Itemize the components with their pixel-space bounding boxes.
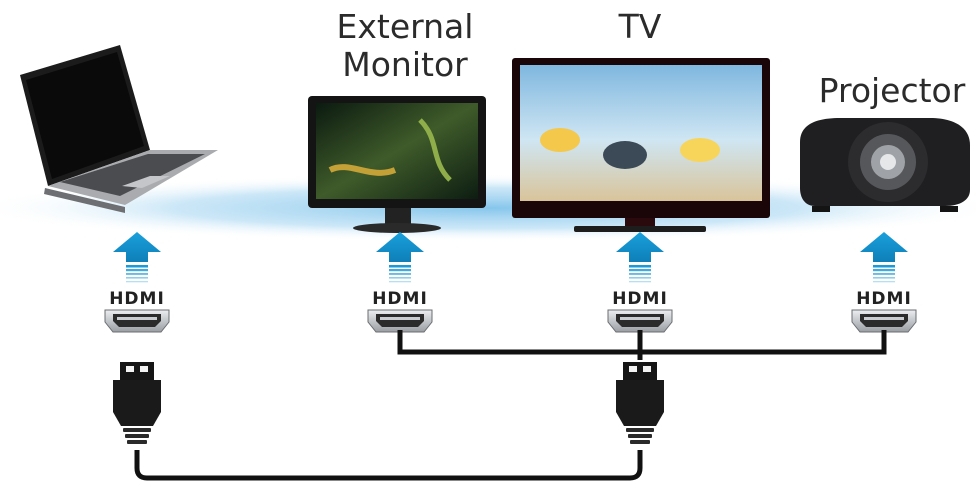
laptop-hdmi-logo: HDMI [109, 289, 165, 309]
monitor-hdmi-port-icon [367, 309, 433, 333]
external-monitor-label-line1: External [336, 7, 474, 46]
projector-icon [800, 118, 970, 212]
tv-label: TV [618, 7, 662, 46]
laptop-up-arrow-icon [113, 232, 161, 283]
external-monitor-label: External Monitor [330, 8, 480, 84]
external-monitor-label-line2: Monitor [342, 45, 468, 84]
tv-hdmi-port-icon [607, 309, 673, 333]
projector-up-arrow-icon [860, 232, 908, 283]
cable-lower [134, 450, 643, 481]
tv-hdmi-plug-icon [616, 362, 664, 444]
laptop-icon [20, 45, 218, 213]
connectors: HDMI HDMI HDMI HDMI [104, 232, 917, 444]
tv-hdmi-logo: HDMI [612, 289, 668, 309]
tv-icon [512, 58, 770, 232]
projector-hdmi-logo: HDMI [856, 289, 912, 309]
projector-label: Projector [818, 71, 966, 110]
laptop-hdmi-port-icon [104, 309, 170, 333]
cable-upper [397, 330, 887, 360]
tv-up-arrow-icon [616, 232, 664, 283]
external-monitor-icon [308, 96, 486, 233]
projector-hdmi-port-icon [851, 309, 917, 333]
monitor-up-arrow-icon [376, 232, 424, 283]
laptop-hdmi-plug-icon [113, 362, 161, 444]
monitor-hdmi-logo: HDMI [372, 289, 428, 309]
